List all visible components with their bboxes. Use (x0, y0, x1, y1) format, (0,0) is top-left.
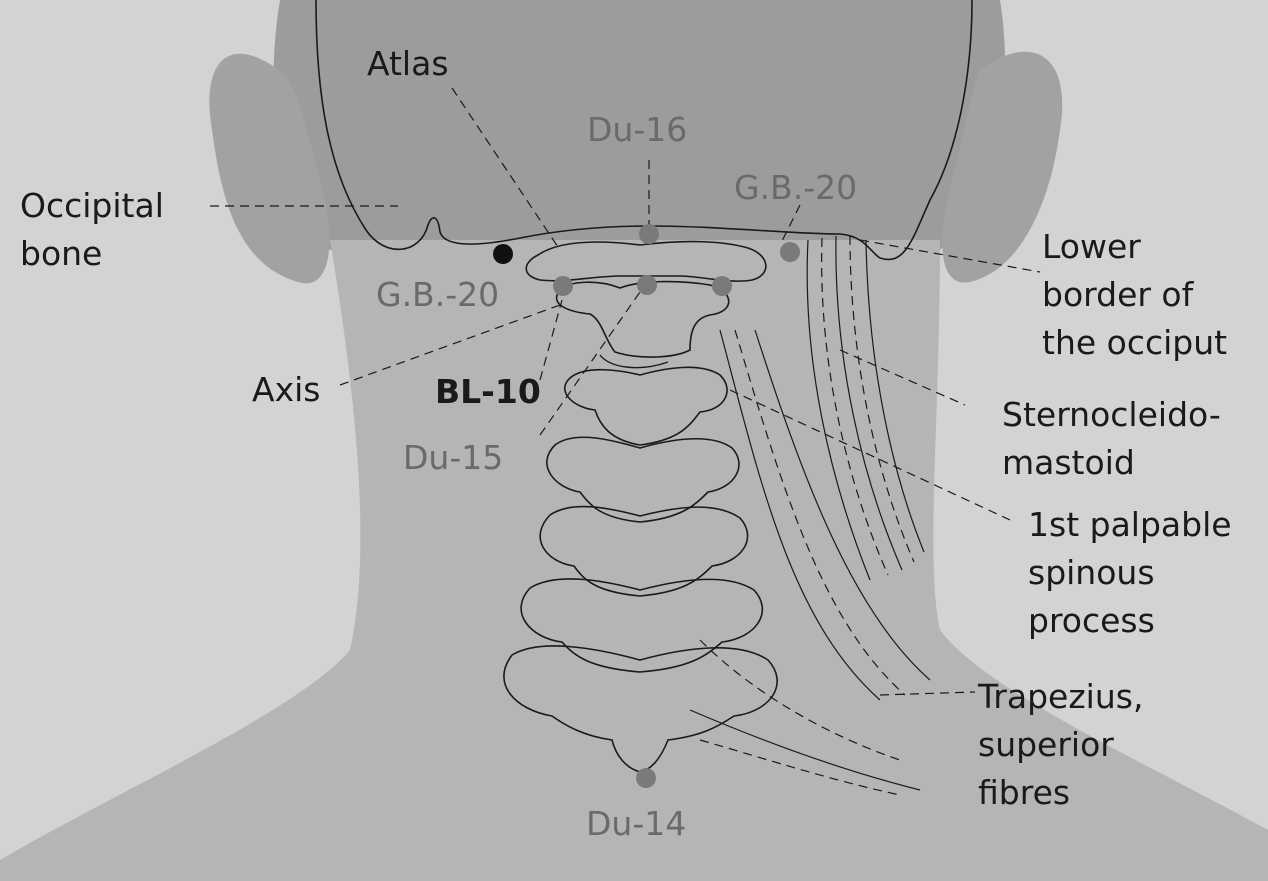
label-du16: Du-16 (587, 110, 688, 149)
scm-line (806, 239, 871, 581)
label-gb20-right: G.B.-20 (734, 168, 858, 207)
axis-dens (599, 354, 669, 369)
trapezius-line (699, 739, 901, 796)
leader-gb20-right (779, 204, 801, 246)
atlas-outline (525, 240, 767, 282)
vertebra-c5 (539, 505, 749, 597)
label-sternocleidomastoid: Sternocleido- mastoid (1002, 395, 1221, 482)
leader-atlas (451, 87, 561, 251)
cervical-vertebrae (503, 366, 778, 773)
neck-shoulders (0, 240, 1268, 881)
acupoints (493, 224, 800, 788)
trapezius-lines (689, 329, 931, 796)
occipital-bone-outline (315, 0, 973, 261)
trapezius-line (699, 639, 901, 761)
label-axis: Axis (252, 370, 321, 409)
label-du14: Du-14 (586, 804, 687, 843)
vertebra-c6 (520, 578, 764, 673)
point-bl10 (712, 276, 732, 296)
point-lower-occiput-marker (493, 244, 513, 264)
label-occipital-bone: Occipital bone (20, 186, 164, 273)
trapezius-line (734, 329, 906, 696)
leader-lines (210, 87, 1041, 696)
scm-line (821, 237, 889, 576)
axis-outline (556, 280, 730, 358)
label-trapezius: Trapezius, superior fibres (978, 677, 1144, 812)
ear-left (209, 53, 330, 284)
vertebra-c4 (546, 436, 740, 523)
label-first-spinous: 1st palpable spinous process (1028, 505, 1232, 640)
point-gb20-left (553, 276, 573, 296)
vertebra-c7 (503, 645, 778, 773)
leader-lower-border (859, 239, 1041, 273)
point-du15 (637, 275, 657, 295)
vertebra-c3 (564, 366, 728, 446)
scm-line (835, 235, 903, 571)
label-atlas: Atlas (367, 44, 449, 83)
leader-spinous (729, 389, 1011, 521)
scm-line (849, 235, 915, 563)
trapezius-line (689, 709, 921, 791)
point-du14 (636, 768, 656, 788)
sternocleidomastoid-lines (806, 235, 925, 581)
scm-line (865, 239, 925, 553)
point-du16 (639, 224, 659, 244)
point-gb20-right (780, 242, 800, 262)
leader-trapezius (879, 691, 976, 696)
label-gb20-left: G.B.-20 (376, 275, 500, 314)
label-bl10: BL-10 (435, 372, 541, 411)
ear-right (942, 51, 1063, 283)
head-silhouette (273, 0, 1005, 250)
trapezius-line (754, 329, 931, 681)
leader-scm (839, 349, 966, 406)
label-lower-border: Lower border of the occiput (1042, 227, 1228, 362)
trapezius-line (719, 329, 881, 701)
label-du15: Du-15 (403, 438, 504, 477)
leader-axis (339, 304, 561, 386)
